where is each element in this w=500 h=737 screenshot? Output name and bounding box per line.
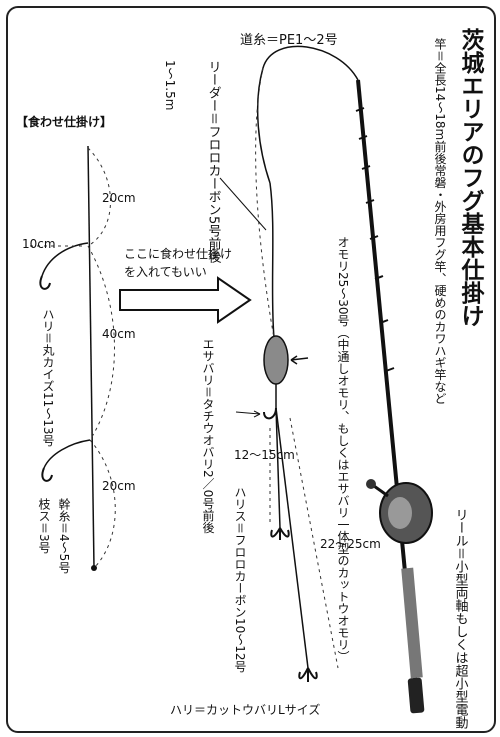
side-hook-upper-icon — [39, 275, 51, 290]
arrow-note-line-2: を入れてもいい — [124, 265, 207, 279]
dim-40cm: 40cm — [102, 327, 136, 341]
short-harris-line — [275, 407, 281, 529]
reel-icon — [366, 479, 433, 544]
main-line — [256, 45, 359, 184]
side-branch-line-label: 枝ス＝3号 — [37, 497, 51, 554]
dim-20cm-lower: 20cm — [102, 479, 136, 493]
side-hook-label: ハリ＝丸カイズ11〜13号 — [41, 308, 55, 447]
side-rig-title: 【食わせ仕掛け】 — [16, 114, 112, 129]
dim-10cm: 10cm — [22, 237, 56, 251]
diagram-title: 茨城エリアのフグ基本仕掛け — [457, 28, 486, 327]
side-branch-upper — [41, 242, 89, 277]
arrow-right-icon — [119, 276, 252, 324]
reel-label: リール＝小型両軸もしくは超小型電動 — [453, 508, 469, 730]
side-branch-lower — [43, 439, 91, 469]
rod-icon — [355, 79, 425, 714]
short-harris-length: 12〜15cm — [234, 448, 295, 462]
sinker-label: オモリ25〜30号（中通しオモリ、もしくはエサバリ一体型のカットウオモリ） — [336, 236, 350, 663]
bait-hook-label: エサバリ＝タチウオバリ2／0号前後 — [201, 338, 215, 533]
upper-treble-hook-icon — [270, 527, 290, 540]
rod-label: 竿＝全長14〜18m前後常磐・外房用フグ竿、硬めのカワハギ竿など — [433, 37, 447, 405]
diagram-frame: 茨城エリアのフグ基本仕掛け 竿＝全長14〜18m前後常磐・外房用フグ竿、硬めのカ… — [6, 6, 496, 733]
harris-label: ハリス＝フロロカーボン10〜12号 — [233, 486, 247, 673]
side-hook-lower-icon — [41, 467, 53, 482]
leader-label: リーダー＝フロロカーボン5号前後 — [206, 60, 222, 264]
dim-20cm-upper: 20cm — [102, 191, 136, 205]
leader-line — [269, 182, 275, 339]
side-main-line — [87, 145, 95, 569]
side-main-line-label: 幹糸＝4〜5号 — [57, 497, 71, 574]
rig-diagram: 茨城エリアのフグ基本仕掛け 竿＝全長14〜18m前後常磐・外房用フグ竿、硬めのカ… — [16, 28, 486, 730]
bait-hook-icon — [263, 407, 277, 420]
leader-length-guide — [255, 67, 275, 339]
long-harris-length: 22〜25cm — [320, 537, 381, 551]
main-line-label: 道糸＝PE1〜2号 — [240, 33, 338, 48]
long-harris-line — [275, 407, 309, 669]
sinker-icon — [263, 335, 289, 385]
lower-treble-hook-icon — [298, 667, 318, 682]
leader-length: 1〜1.5m — [163, 60, 177, 110]
arrow-note-line-1: ここに食わせ仕掛け — [124, 246, 232, 261]
bottom-hook-label: ハリ＝カットウバリLサイズ — [170, 702, 320, 717]
